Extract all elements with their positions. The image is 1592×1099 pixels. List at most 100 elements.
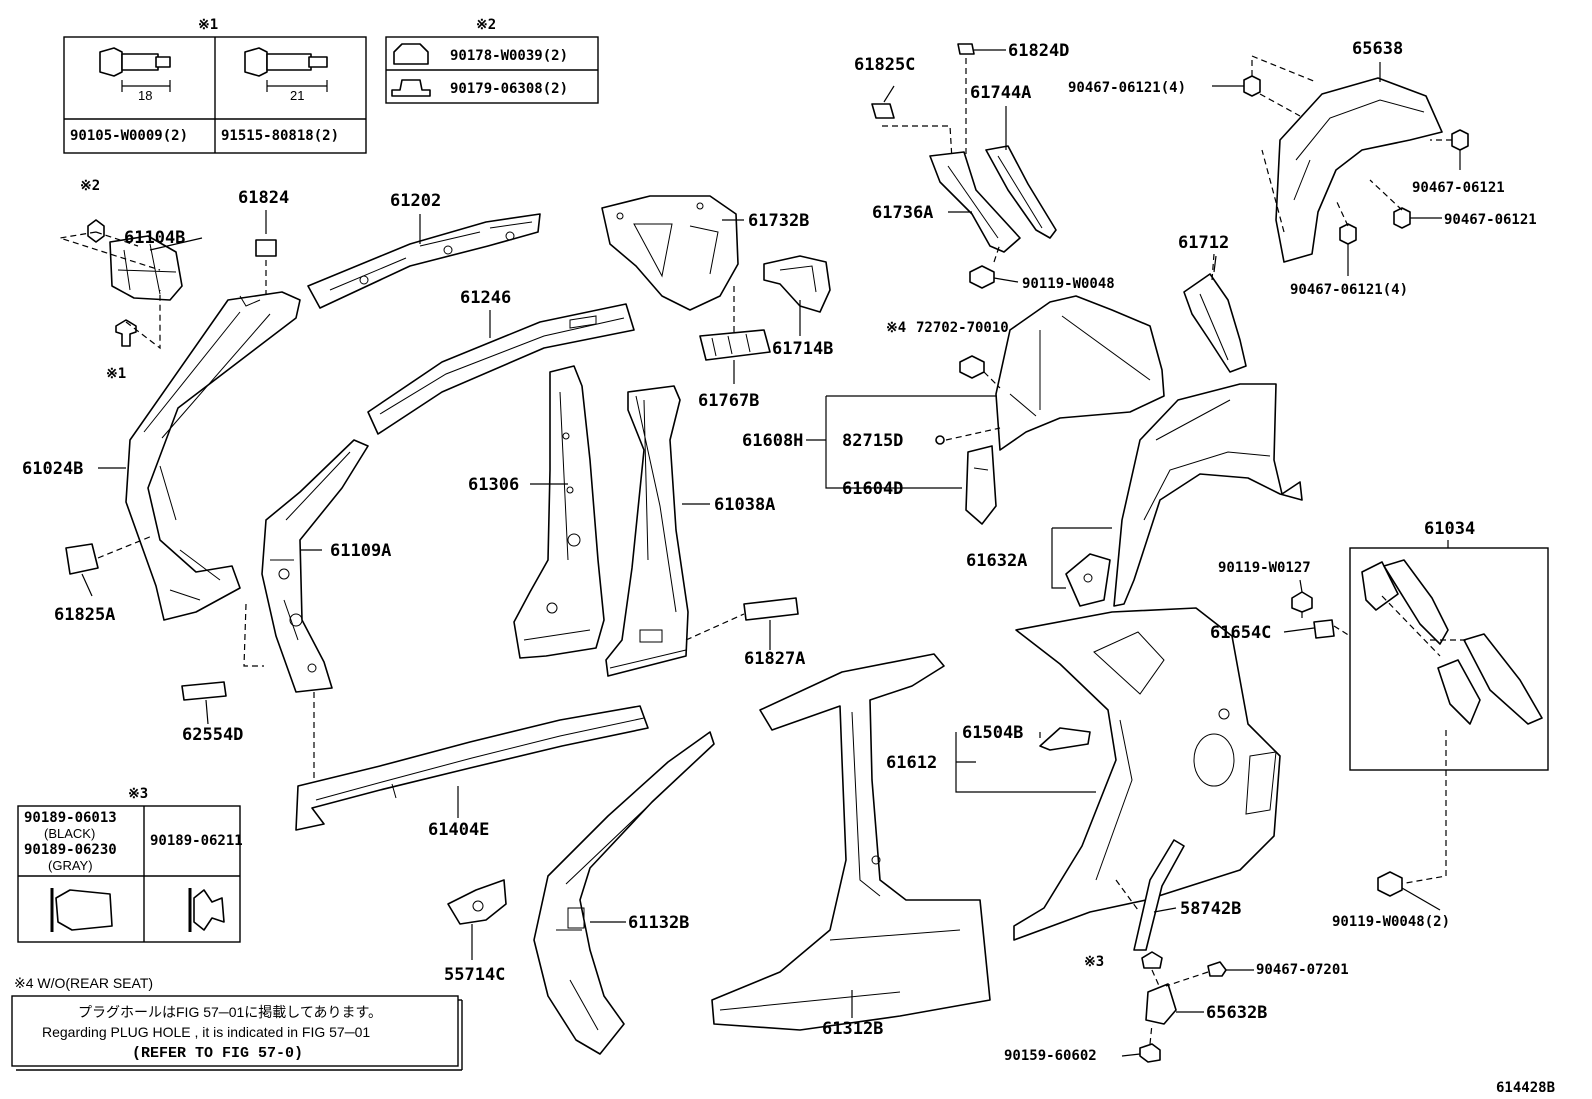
bolt-icon bbox=[1139, 1043, 1161, 1063]
part-labels: 61104B 61824 61202 61246 61024B 61825A 6… bbox=[22, 39, 1537, 1064]
part-61825A bbox=[65, 543, 99, 575]
label-61109A: 61109A bbox=[330, 541, 391, 561]
mark-2: ※2 bbox=[80, 178, 100, 194]
stud-bolt-icon bbox=[244, 47, 328, 92]
label-90159-60602: 90159-60602 bbox=[1004, 1048, 1097, 1064]
part-61825C bbox=[871, 103, 895, 119]
label-61034: 61034 bbox=[1424, 519, 1475, 539]
mark-3: ※3 bbox=[1084, 954, 1104, 970]
label-82715D: 82715D bbox=[842, 431, 903, 451]
notice-ref: (REFER TO FIG 57-0) bbox=[132, 1045, 303, 1062]
flange-bolt-icon bbox=[99, 47, 171, 92]
part-61246 bbox=[367, 303, 635, 435]
cap-nut-icon bbox=[391, 79, 431, 97]
nut-icon bbox=[87, 219, 105, 243]
label-61744A: 61744A bbox=[970, 83, 1031, 103]
label-90467-06121-4-a: 90467-06121(4) bbox=[1068, 80, 1186, 96]
part-61132B bbox=[533, 731, 715, 1055]
mark-1: ※1 bbox=[106, 366, 126, 382]
part-61038A bbox=[605, 385, 689, 677]
push-clip-icon bbox=[50, 888, 113, 932]
label-61104B: 61104B bbox=[124, 228, 185, 248]
box2-bottom-part: 90179-06308(2) bbox=[450, 81, 568, 97]
part-62554D bbox=[181, 681, 227, 701]
part-61714B bbox=[763, 255, 831, 313]
part-61404E bbox=[295, 705, 649, 831]
part-61824 bbox=[255, 239, 277, 257]
label-61604D: 61604D bbox=[842, 479, 903, 499]
label-61654C: 61654C bbox=[1210, 623, 1271, 643]
part-61744A bbox=[985, 145, 1057, 239]
part-61604D bbox=[965, 445, 997, 525]
label-61038A: 61038A bbox=[714, 495, 775, 515]
label-61825A: 61825A bbox=[54, 605, 115, 625]
fastener-box-2: ※2 90178-W0039(2) 90179-06308(2) bbox=[385, 17, 599, 104]
part-58742B bbox=[1133, 839, 1185, 951]
label-90119-W0127: 90119-W0127 bbox=[1218, 560, 1311, 576]
part-61736A bbox=[929, 151, 1021, 253]
box3-left-part-1: 90189-06013 bbox=[24, 810, 117, 826]
bolt-icon bbox=[1377, 871, 1403, 897]
box2-top-part: 90178-W0039(2) bbox=[450, 48, 568, 64]
part-61827A bbox=[743, 597, 799, 621]
part-61024B bbox=[125, 291, 301, 621]
label-61714B: 61714B bbox=[772, 339, 833, 359]
notice-en: Regarding PLUG HOLE , it is indicated in… bbox=[42, 1024, 370, 1040]
box1-left-part: 90105-W0009(2) bbox=[70, 128, 188, 144]
clip-icon bbox=[1313, 619, 1335, 639]
nut-icon bbox=[1393, 207, 1411, 229]
label-58742B: 58742B bbox=[1180, 899, 1241, 919]
label-61246: 61246 bbox=[460, 288, 511, 308]
box3-left-part-2: 90189-06230 bbox=[24, 842, 117, 858]
part-61612 bbox=[1013, 607, 1281, 941]
part-55714C bbox=[447, 879, 507, 925]
label-61632A: 61632A bbox=[966, 551, 1027, 571]
clip-box-3: ※3 90189-06013 (BLACK) 90189-06230 (GRAY… bbox=[17, 786, 243, 943]
label-90119-W0048: 90119-W0048 bbox=[1022, 276, 1115, 292]
part-61712 bbox=[1183, 273, 1247, 373]
label-61824: 61824 bbox=[238, 188, 289, 208]
label-61312B: 61312B bbox=[822, 1019, 883, 1039]
nut-icon bbox=[1243, 75, 1261, 97]
bolt-icon bbox=[1291, 591, 1313, 613]
box3-left-color-1: (BLACK) bbox=[44, 826, 95, 841]
label-61202: 61202 bbox=[390, 191, 441, 211]
part-61632A-panel bbox=[1113, 383, 1303, 607]
bolt-icon bbox=[969, 265, 995, 289]
label-61504B: 61504B bbox=[962, 723, 1023, 743]
label-61024B: 61024B bbox=[22, 459, 83, 479]
mark-4: ※4 bbox=[886, 320, 906, 336]
label-90467-07201: 90467-07201 bbox=[1256, 962, 1349, 978]
part-61104B bbox=[109, 235, 183, 301]
box1-mark: ※1 bbox=[198, 17, 218, 33]
label-90467-06121-a: 90467-06121 bbox=[1412, 180, 1505, 196]
clip-icon bbox=[1141, 951, 1163, 969]
label-61306: 61306 bbox=[468, 475, 519, 495]
label-61736A: 61736A bbox=[872, 203, 933, 223]
notice-jp: プラグホールはFIG 57─01に掲載してあります。 bbox=[78, 1004, 382, 1020]
label-61608H: 61608H bbox=[742, 431, 803, 451]
part-61312B bbox=[711, 653, 991, 1031]
part-61504B bbox=[1039, 727, 1091, 751]
box3-right-part: 90189-06211 bbox=[150, 833, 243, 849]
label-90467-06121-b: 90467-06121 bbox=[1444, 212, 1537, 228]
label-61824D: 61824D bbox=[1008, 41, 1069, 61]
label-61404E: 61404E bbox=[428, 820, 489, 840]
box1-right-dim: 21 bbox=[290, 88, 304, 103]
part-61732B bbox=[601, 195, 739, 311]
notice-box: プラグホールはFIG 57─01に掲載してあります。 Regarding PLU… bbox=[11, 995, 463, 1071]
label-72702-70010: 72702-70010 bbox=[916, 320, 1009, 336]
nut-icon bbox=[393, 43, 429, 65]
box1-left-dim: 18 bbox=[138, 88, 152, 103]
label-61827A: 61827A bbox=[744, 649, 805, 669]
label-61825C: 61825C bbox=[854, 55, 915, 75]
label-61712: 61712 bbox=[1178, 233, 1229, 253]
leader-lines bbox=[81, 49, 1461, 1057]
box1-right-part: 91515-80818(2) bbox=[221, 128, 339, 144]
box3-left-color-2: (GRAY) bbox=[48, 858, 93, 873]
box2-mark: ※2 bbox=[476, 17, 496, 33]
note-4: ※4 W/O(REAR SEAT) bbox=[14, 975, 153, 991]
nut-icon bbox=[1339, 223, 1357, 245]
part-61767B bbox=[699, 329, 771, 361]
part-61608H bbox=[995, 295, 1165, 451]
